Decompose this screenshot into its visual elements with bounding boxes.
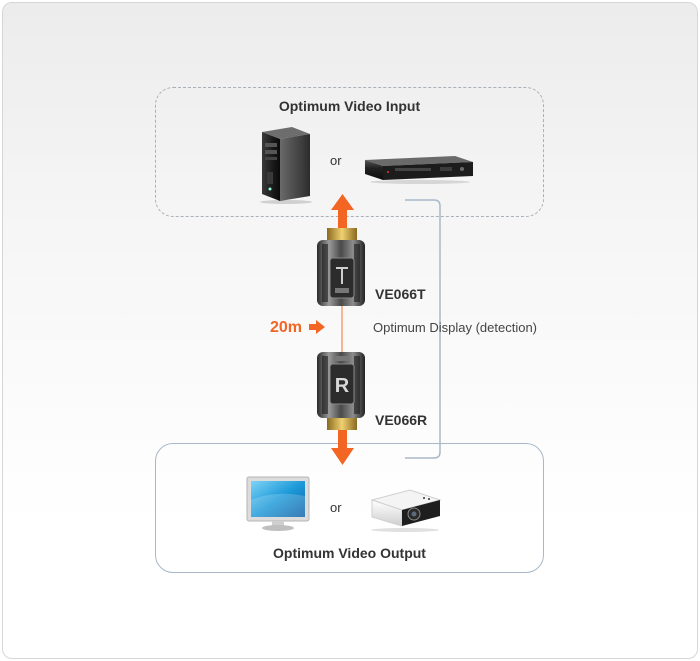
detection-label: Optimum Display (detection) xyxy=(373,320,537,335)
or-label-input: or xyxy=(330,153,342,168)
distance-arrow-icon xyxy=(309,320,325,334)
projector-icon xyxy=(370,489,442,532)
pc-tower-icon xyxy=(260,127,312,204)
dvi-transmitter-icon xyxy=(317,228,365,306)
video-input-group xyxy=(155,87,544,217)
arrow-up-icon xyxy=(331,194,354,228)
svg-text:R: R xyxy=(335,375,350,397)
video-output-title: Optimum Video Output xyxy=(273,545,426,561)
transmitter-model-label: VE066T xyxy=(375,286,426,302)
video-input-title: Optimum Video Input xyxy=(278,98,421,114)
dvi-receiver-icon: R xyxy=(317,352,365,430)
or-label-output: or xyxy=(330,500,342,515)
monitor-icon xyxy=(246,476,310,531)
distance-label: 20m xyxy=(270,319,303,336)
dvd-player-icon xyxy=(365,156,473,184)
display-detection-line xyxy=(405,199,441,459)
video-output-group xyxy=(155,443,544,573)
arrow-down-icon xyxy=(331,430,354,465)
receiver-model-label: VE066R xyxy=(375,412,428,428)
